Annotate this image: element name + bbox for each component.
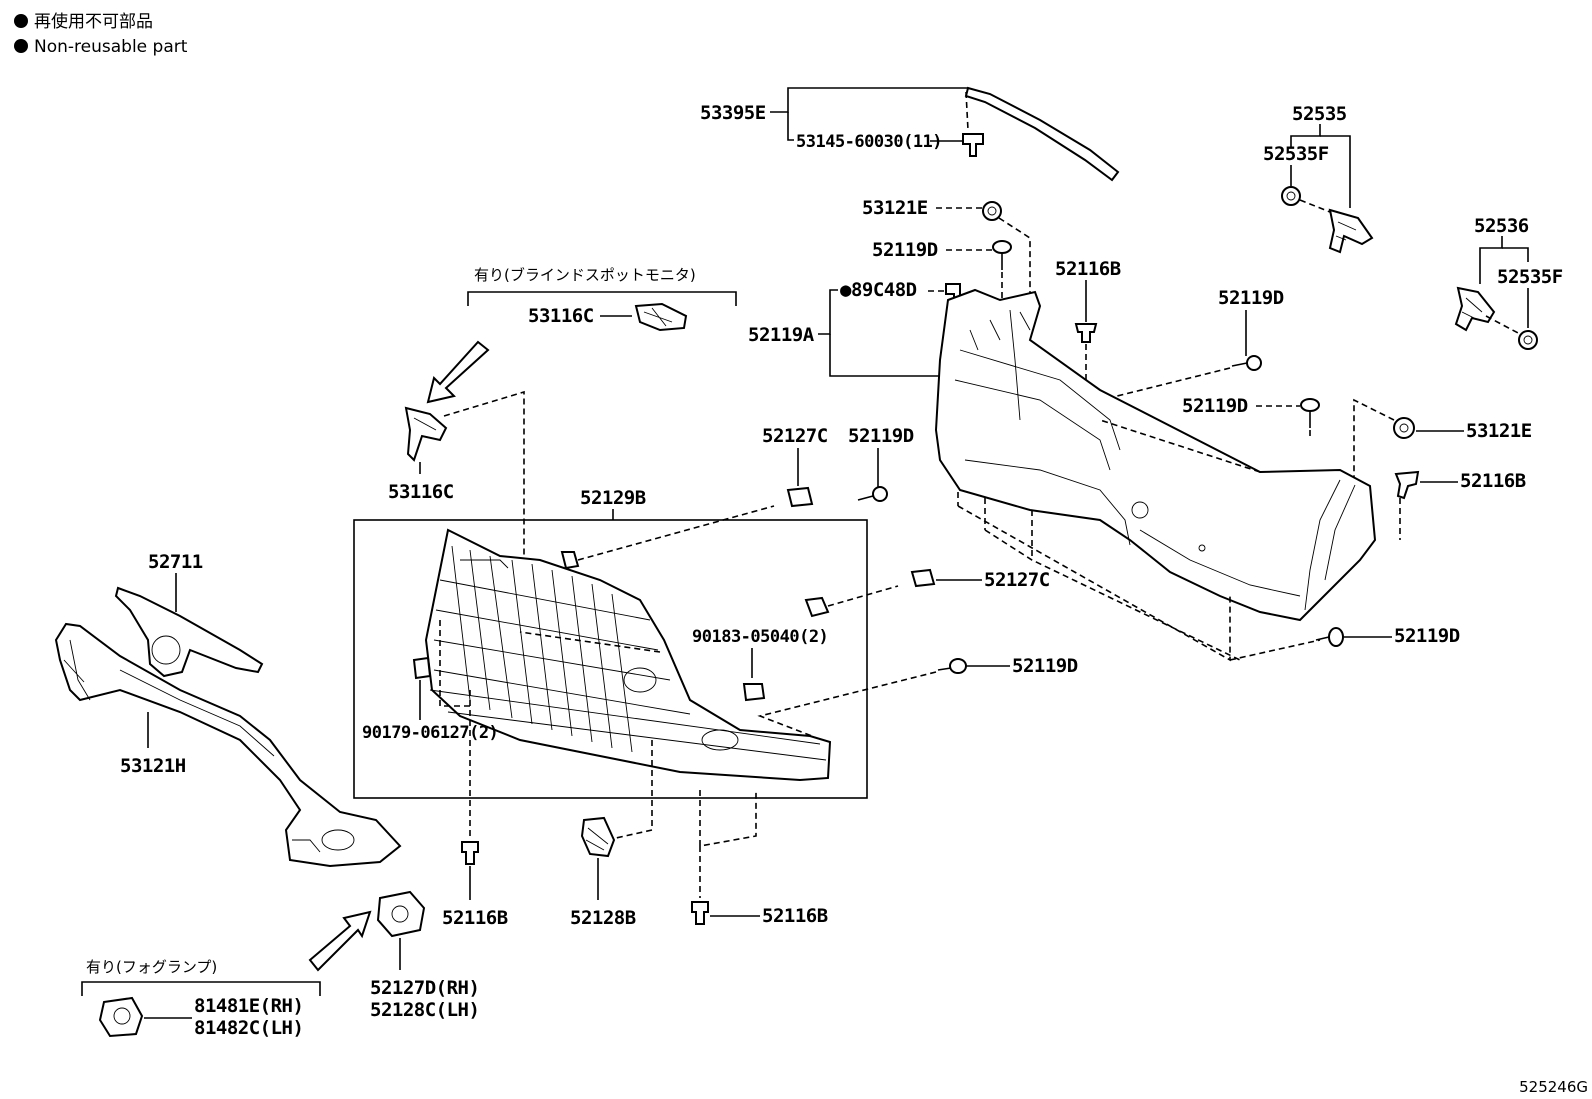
label-52128C: 52128C(LH) (370, 999, 479, 1021)
bullet-icon (14, 14, 28, 28)
nut-52535F-lower (1518, 330, 1538, 350)
nut-52535F-upper (1281, 186, 1301, 206)
legend-item-english: Non-reusable part (14, 37, 187, 57)
bracket-53116C-upper (634, 302, 688, 332)
label-90179-06127: 90179-06127(2) (362, 723, 498, 743)
label-52116B-right: 52116B (1460, 470, 1526, 492)
clip-90179-06127 (412, 656, 432, 680)
grille-assembly-box (353, 519, 868, 799)
label-53116C-lower: 53116C (388, 481, 454, 503)
label-52116B-lower-right: 52116B (762, 905, 828, 927)
clip-52116B-lower-right (691, 901, 709, 925)
garnish-53121H (54, 622, 402, 868)
label-52119D-right-upper: 52119D (1218, 287, 1284, 309)
label-52535F-lower: 52535F (1497, 266, 1563, 288)
screw-52119D-right-mid (1300, 398, 1320, 428)
label-52536: 52536 (1474, 215, 1529, 237)
molding-53395E (964, 86, 1120, 182)
label-52711: 52711 (148, 551, 203, 573)
clip-grille-top (560, 551, 580, 570)
screw-52119D-upper (992, 240, 1012, 270)
label-52119D-right-mid: 52119D (1182, 395, 1248, 417)
nut-90183-05040 (742, 683, 766, 702)
bracket-52128B (580, 816, 616, 858)
grille-52129B (424, 528, 832, 782)
clip-grille-right (804, 596, 830, 618)
note-blindspot: 有り(ブラインドスポットモニタ) (474, 266, 696, 284)
label-52127C-right: 52127C (984, 569, 1050, 591)
screw-52119D-mid (937, 658, 967, 674)
clip-53121E-right (1393, 417, 1415, 439)
label-53145: 53145-60030(11) (796, 132, 942, 152)
bullet-icon (14, 39, 28, 53)
label-81482C: 81482C(LH) (194, 1017, 303, 1039)
label-52128B: 52128B (570, 907, 636, 929)
label-81481E: 81481E(RH) (194, 995, 303, 1017)
label-52535F-upper: 52535F (1263, 143, 1329, 165)
label-52119D-mid: 52119D (1012, 655, 1078, 677)
screw-52119D-grille (857, 486, 888, 502)
diagram-id: 525246G (1519, 1078, 1588, 1096)
label-52535: 52535 (1292, 103, 1347, 125)
legend-item-japanese: 再使用不可部品 (14, 12, 153, 32)
clip-52116B-right (1394, 470, 1420, 500)
label-52127D: 52127D(RH) (370, 977, 479, 999)
foglamp-cover-81481E (98, 996, 144, 1038)
label-52127C-upper: 52127C (762, 425, 828, 447)
arrow-icon (426, 340, 490, 404)
label-53121E-upper: 53121E (862, 197, 928, 219)
clip-52116B-upper (1074, 323, 1098, 343)
label-52119A: 52119A (748, 324, 815, 346)
clip-52127C-right (910, 568, 936, 588)
clip-53145 (962, 133, 984, 157)
bracket-52535 (1328, 208, 1374, 254)
label-89C48D: ●89C48D (840, 279, 917, 301)
clip-53121E-upper (982, 201, 1002, 221)
bracket-53116C-lower (404, 406, 448, 462)
bracket-52536 (1454, 286, 1496, 332)
label-90183-05040: 90183-05040(2) (692, 627, 828, 647)
foglamp-bezel-52127D (376, 890, 426, 938)
clip-52116B-lower-left (461, 841, 479, 865)
label-52119D-right-lower: 52119D (1394, 625, 1460, 647)
label-52116B-lower-left: 52116B (442, 907, 508, 929)
label-52119D-upper: 52119D (872, 239, 938, 261)
label-52119D-grille: 52119D (848, 425, 914, 447)
label-52129B: 52129B (580, 487, 646, 509)
screw-52119D-right-upper (1231, 355, 1262, 371)
label-53116C-upper: 53116C (528, 305, 594, 327)
label-52116B-upper: 52116B (1055, 258, 1121, 280)
label-53395E: 53395E (700, 102, 766, 124)
label-53121E-right: 53121E (1466, 420, 1532, 442)
garnish-52711 (114, 586, 264, 678)
arrow-icon (308, 910, 372, 972)
label-53121H: 53121H (120, 755, 186, 777)
bumper-cover-52119A (934, 288, 1377, 622)
clip-52127C-upper (786, 486, 814, 508)
note-foglamp: 有り(フォグランプ) (86, 958, 217, 976)
screw-52119D-right-lower (1315, 627, 1344, 647)
